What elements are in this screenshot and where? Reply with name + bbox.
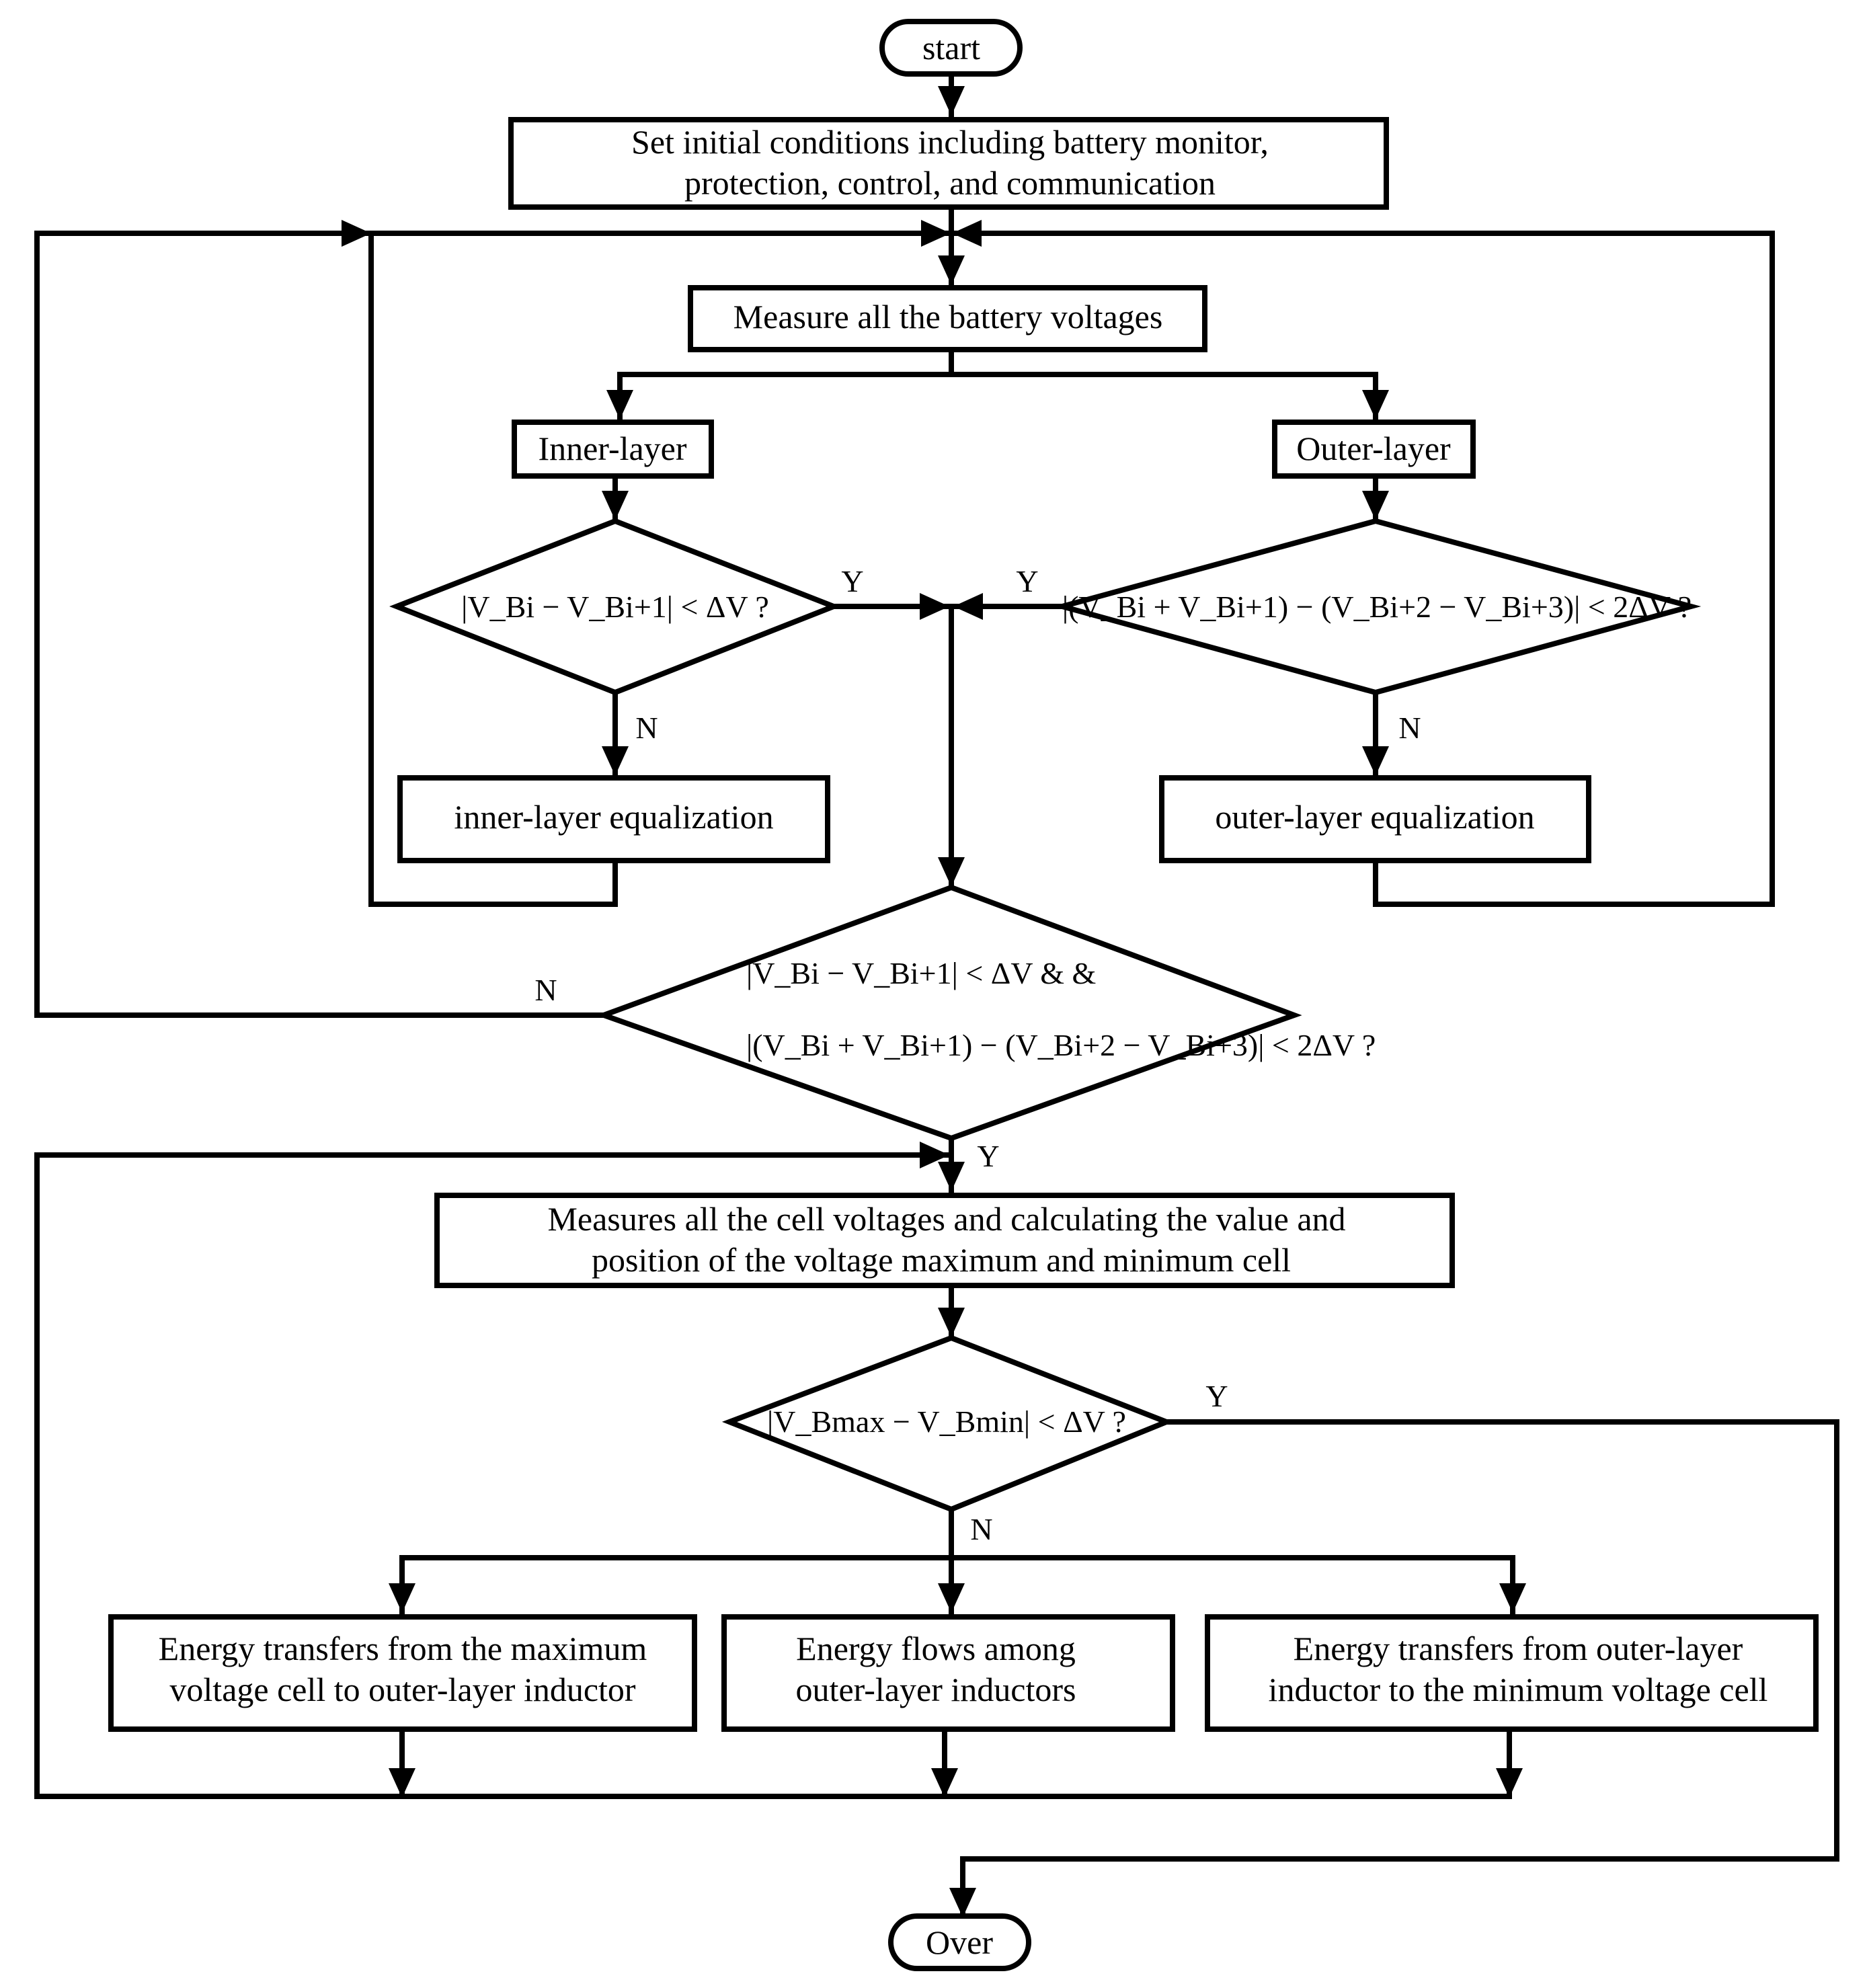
combined-yes-label: Y	[977, 1139, 999, 1173]
measure-cells-line2: position of the voltage maximum and mini…	[592, 1241, 1291, 1279]
init-box: Set initial conditions including battery…	[508, 117, 1389, 210]
inner-eq-box: inner-layer equalization	[397, 775, 830, 863]
combined-no-label: N	[534, 973, 557, 1007]
outer-condition-text: |(V_Bi + V_Bi+1) − (V_Bi+2 − V_Bi+3)| < …	[1062, 590, 1692, 624]
inner-yes-label: Y	[841, 564, 863, 598]
combined-condition-line2: |(V_Bi + V_Bi+1) − (V_Bi+2 − V_Bi+3)| < …	[746, 1028, 1376, 1062]
transfer-max-line2: voltage cell to outer-layer inductor	[169, 1671, 636, 1708]
line-inner-eq-loop	[368, 231, 618, 907]
inner-layer-label: Inner-layer	[538, 430, 686, 467]
init-line2: protection, control, and communication	[684, 164, 1216, 202]
measure-cells-line1: Measures all the cell voltages and calcu…	[547, 1200, 1345, 1238]
outer-no-label: N	[1398, 711, 1421, 745]
line-bottom-bus-loop	[34, 1152, 1512, 1799]
measure-battery-label: Measure all the battery voltages	[733, 298, 1163, 335]
inner-no-label: N	[635, 711, 658, 745]
maxmin-condition-diamond: |V_Bmax − V_Bmin| < ΔV ?	[721, 1335, 1174, 1513]
measure-cells-box: Measures all the cell voltages and calcu…	[434, 1193, 1455, 1288]
flows-box: Energy flows among outer-layer inductors	[721, 1614, 1175, 1732]
transfer-min-line2: inductor to the minimum voltage cell	[1269, 1671, 1768, 1708]
maxmin-no-label: N	[970, 1512, 992, 1546]
init-line1: Set initial conditions including battery…	[631, 123, 1269, 161]
transfer-min-line1: Energy transfers from outer-layer	[1294, 1630, 1743, 1667]
outer-eq-box: outer-layer equalization	[1159, 775, 1591, 863]
flows-line1: Energy flows among	[796, 1630, 1076, 1667]
transfer-min-box: Energy transfers from outer-layer induct…	[1205, 1614, 1819, 1732]
outer-yes-label: Y	[1016, 564, 1038, 598]
start-label: start	[922, 29, 980, 67]
combined-condition-line1: |V_Bi − V_Bi+1| < ΔV & &	[746, 956, 1096, 990]
transfer-max-box: Energy transfers from the maximum voltag…	[108, 1614, 697, 1732]
over-label: Over	[926, 1923, 993, 1961]
line-outer-eq-loop	[1373, 231, 1775, 907]
inner-condition-text: |V_Bi − V_Bi+1| < ΔV ?	[461, 590, 769, 624]
inner-eq-label: inner-layer equalization	[454, 798, 773, 836]
line-combined-no-loop	[34, 231, 606, 1018]
start-terminal: start	[879, 19, 1023, 77]
line-maxmin-yes	[960, 1419, 1839, 1862]
outer-eq-label: outer-layer equalization	[1215, 798, 1534, 836]
outer-condition-diamond: |(V_Bi + V_Bi+1) − (V_Bi+2 − V_Bi+3)| < …	[1051, 518, 1702, 696]
line-split-left	[617, 347, 954, 377]
outer-layer-label: Outer-layer	[1296, 430, 1451, 467]
over-terminal: Over	[888, 1913, 1031, 1971]
inner-layer-box: Inner-layer	[512, 420, 714, 479]
connectors	[34, 71, 1839, 1919]
maxmin-yes-label: Y	[1205, 1379, 1228, 1413]
transfer-max-line1: Energy transfers from the maximum	[159, 1630, 647, 1667]
maxmin-condition-text: |V_Bmax − V_Bmin| < ΔV ?	[767, 1404, 1126, 1439]
flows-line2: outer-layer inductors	[796, 1671, 1076, 1708]
inner-condition-diamond: |V_Bi − V_Bi+1| < ΔV ?	[389, 518, 841, 696]
combined-condition-diamond: |V_Bi − V_Bi+1| < ΔV & & |(V_Bi + V_Bi+1…	[596, 884, 1376, 1142]
outer-layer-box: Outer-layer	[1272, 420, 1476, 479]
measure-battery-box: Measure all the battery voltages	[688, 285, 1207, 352]
